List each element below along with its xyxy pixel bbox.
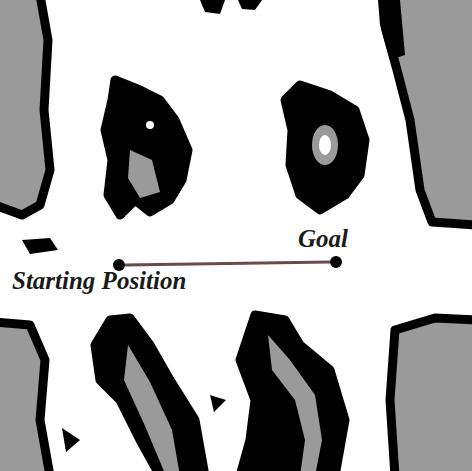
path-line xyxy=(125,262,330,265)
obstacle xyxy=(105,80,188,215)
obstacle-core xyxy=(312,125,338,165)
obstacle-core xyxy=(128,150,160,198)
obstacle xyxy=(0,322,50,471)
obstacle-core xyxy=(124,345,180,471)
obstacle-core xyxy=(268,335,322,471)
obstacle xyxy=(95,318,205,471)
waypoint-dot: Goal xyxy=(330,256,342,268)
obstacle xyxy=(0,0,50,215)
obstacle xyxy=(285,85,365,210)
speck xyxy=(200,0,225,14)
position-label: Goal xyxy=(298,225,348,253)
position-label: Starting Position xyxy=(12,267,186,295)
speck xyxy=(238,0,262,10)
speck xyxy=(22,238,58,254)
waypoint-dot: Starting Position xyxy=(113,259,125,271)
speck xyxy=(378,0,405,60)
speck xyxy=(210,395,226,412)
obstacle xyxy=(240,315,345,471)
obstacle-core xyxy=(146,121,154,129)
obstacle xyxy=(390,318,472,471)
speck xyxy=(62,428,80,452)
obstacle-core xyxy=(319,135,331,155)
